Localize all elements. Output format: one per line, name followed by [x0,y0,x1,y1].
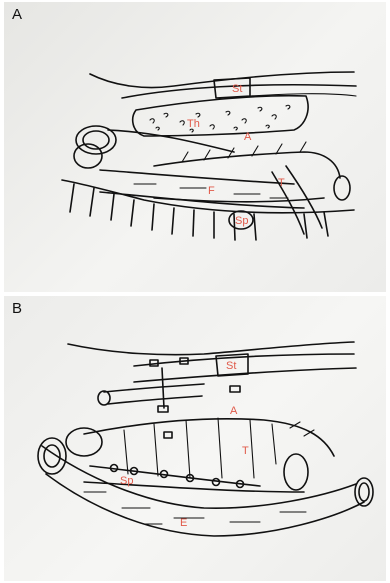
label-a: A [244,131,252,143]
label-t: T [278,177,285,189]
label-f: F [208,185,215,197]
suture-e [164,432,172,438]
trachea-end [284,454,308,490]
panel-b-drawing: St A T Sp E [4,296,386,581]
suture-line [90,466,260,486]
esophagus-end-right-inner [359,483,369,501]
label-st: St [226,360,236,372]
esophagus-end-left [38,438,66,474]
body-contour [68,342,354,355]
panel-a: A [4,2,386,292]
thymus-outline [133,96,308,136]
label-sp: Sp [120,475,133,487]
esophagus-top [100,170,294,184]
label-st: St [232,83,242,95]
upper-tube-end [98,391,110,405]
suture-d [158,406,168,412]
label-a: A [230,405,238,417]
trachea-top [154,152,340,178]
stay-line [162,368,164,408]
chest-wall-upper [134,354,354,366]
thymus-texture [150,105,290,132]
label-th: Th [187,118,200,130]
trachea-sutures [124,418,314,478]
suture-c [230,386,240,392]
label-sp: Sp [235,215,248,227]
trachea-end [334,176,350,200]
spinal-ring [66,428,102,456]
panel-a-drawing: St Th A F T Sp [4,2,386,292]
label-t: T [242,445,249,457]
upper-tube-bottom [108,396,202,404]
panel-b: B [4,296,386,581]
label-e: E [180,517,187,529]
aortic-arch [108,130,234,152]
bronchus-branch [272,172,304,234]
upper-tube-top [104,384,204,392]
